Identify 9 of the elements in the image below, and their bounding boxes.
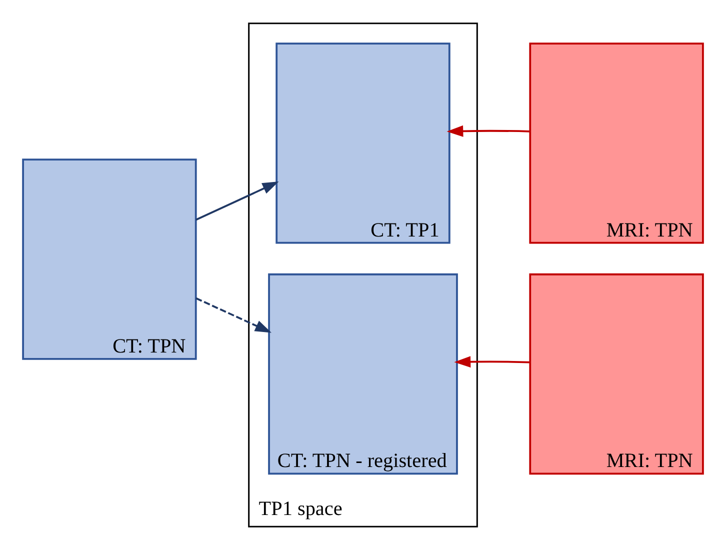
arrow: [446, 125, 530, 137]
node-box: CT: TP1: [275, 42, 450, 244]
arrow: [454, 356, 530, 368]
node-box: MRI: TPN: [528, 42, 704, 244]
node-box: CT: TPN: [22, 158, 196, 360]
node-box: MRI: TPN: [528, 273, 704, 475]
arrow: [195, 182, 278, 221]
node-box: CT: TPN - registered: [268, 273, 458, 475]
arrow: [195, 297, 271, 333]
